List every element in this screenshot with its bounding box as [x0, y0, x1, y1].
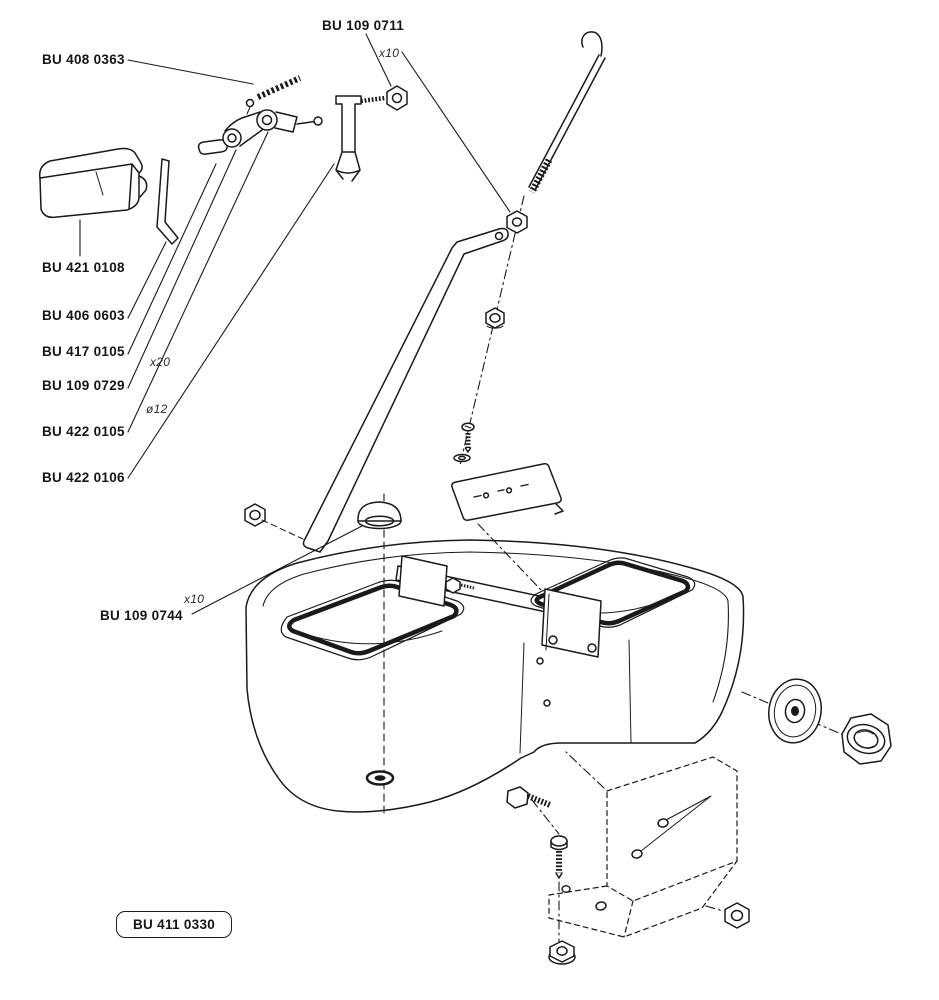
flange-nut-bottom — [548, 940, 576, 965]
part-label-bu-422-0106: BU 422 0106 — [42, 470, 125, 485]
flat-washer — [453, 453, 471, 463]
mounting-bracket — [548, 756, 738, 938]
hex-nut-top — [386, 85, 408, 111]
assembly-number-box: BU 411 0330 — [116, 911, 233, 938]
float-chamber — [38, 147, 148, 219]
hex-bolt — [506, 786, 552, 809]
basin — [245, 539, 745, 813]
part-label-bu-417-0105: BU 417 0105 — [42, 344, 125, 359]
gland-nut — [841, 713, 892, 765]
part-label-bu-109-0729: BU 109 0729 — [42, 378, 125, 393]
qty-note-dome-cap: x10 — [184, 592, 205, 606]
part-label-bu-109-0744: BU 109 0744 — [100, 608, 183, 623]
valve-body — [335, 95, 386, 182]
valve-lever — [222, 98, 323, 148]
leader-lines — [79, 33, 511, 479]
hex-nut-left — [244, 503, 304, 540]
rod-ring-nut — [485, 307, 505, 329]
small-screw — [461, 422, 475, 453]
support-arm — [302, 227, 509, 553]
part-label-bu-422-0105: BU 422 0105 — [42, 424, 125, 439]
dome-leader — [191, 525, 363, 615]
dome-cap — [357, 501, 402, 530]
washer-disc — [768, 678, 822, 744]
id-plate — [451, 463, 564, 521]
qty-note-small-nut: x20 — [150, 355, 171, 369]
qty-note-top-nut: x10 — [379, 46, 400, 60]
part-label-bu-406-0603: BU 406 0603 — [42, 308, 125, 323]
plate-axis — [477, 523, 544, 593]
part-label-bu-109-0711: BU 109 0711 — [322, 18, 405, 33]
part-label-bu-408-0363: BU 408 0363 — [42, 52, 125, 67]
part-label-bu-421-0108: BU 421 0108 — [42, 260, 125, 275]
bracket-holes — [561, 795, 712, 911]
rod-hex-nut — [506, 210, 528, 234]
spring — [256, 75, 302, 100]
hex-nut-right — [724, 902, 750, 929]
carriage-screw — [550, 835, 568, 879]
pin — [197, 139, 228, 155]
drain-hole — [365, 770, 395, 786]
angle-bracket — [156, 158, 179, 245]
dia-note-pin: ø12 — [146, 402, 168, 416]
pull-rod — [528, 31, 606, 194]
